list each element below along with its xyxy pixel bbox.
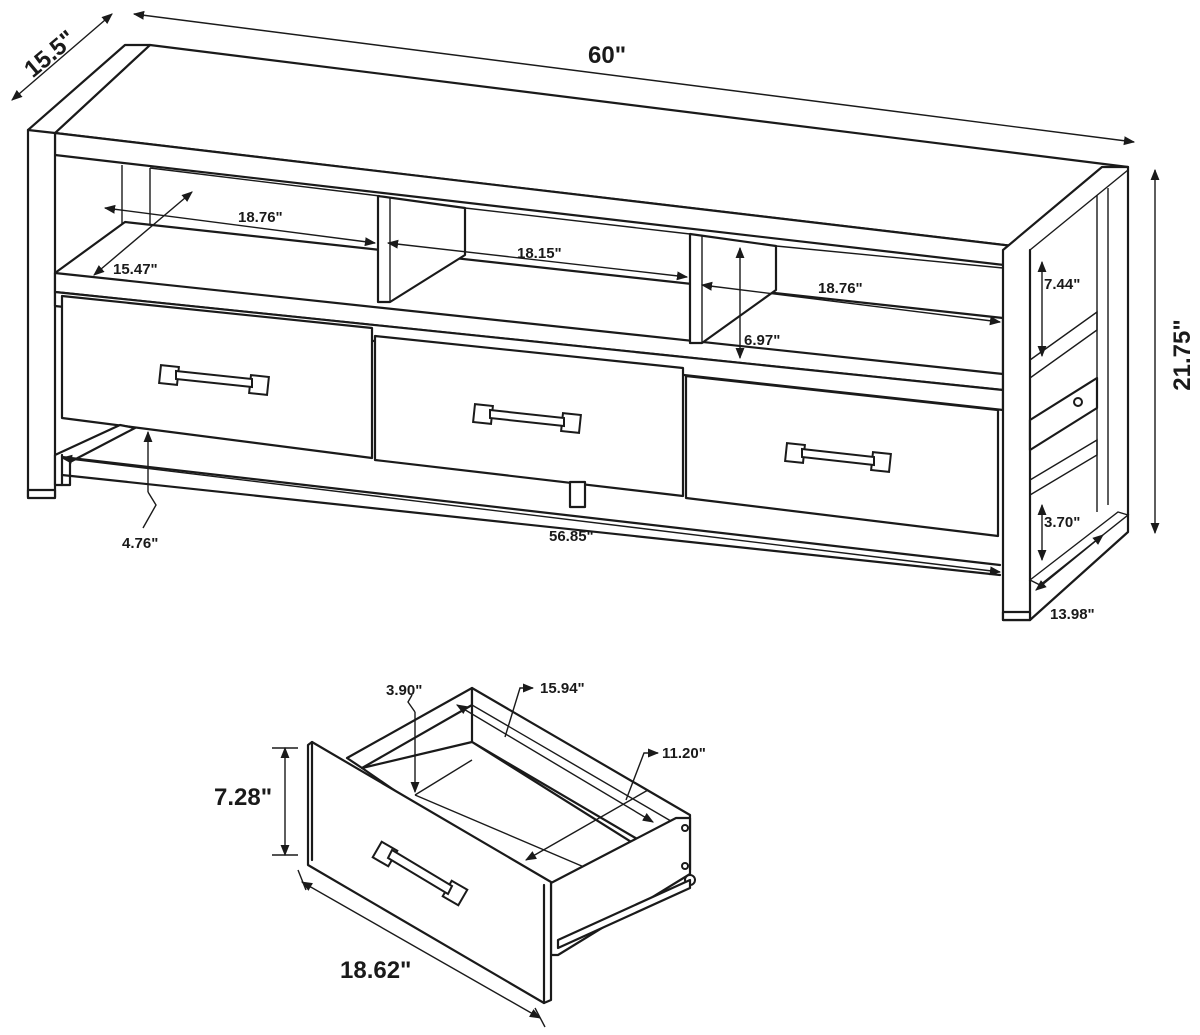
- label-right-shelf-width: 18.76": [818, 280, 863, 297]
- label-overall-depth: 15.5": [19, 25, 81, 83]
- stand-center-leg: [568, 480, 587, 509]
- label-bottom-clearance: 4.76": [122, 535, 158, 552]
- label-drawer-front-height: 7.28": [214, 784, 272, 811]
- label-center-shelf-width: 18.15": [517, 245, 562, 262]
- label-drawer-interior-length: 15.94": [540, 680, 585, 697]
- label-side-opening-height: 7.44": [1044, 276, 1080, 293]
- stand-dimension-lines: [11, 10, 1160, 591]
- drawer-detail-drawing: [306, 686, 696, 1005]
- drawer-dimension-lines: [272, 683, 660, 1028]
- label-side-bottom-height: 3.70": [1044, 514, 1080, 531]
- label-drawer-interior-depth: 3.90": [386, 682, 422, 699]
- label-overall-width: 60": [588, 42, 626, 69]
- drawer-handle-left: [158, 364, 270, 396]
- label-overall-height: 21.75": [1169, 319, 1196, 390]
- drawer-handle-center: [472, 403, 582, 434]
- label-interior-width: 56.85": [549, 528, 594, 545]
- label-shelf-depth: 15.47": [113, 261, 158, 278]
- label-side-depth: 13.98": [1050, 606, 1095, 623]
- label-drawer-front-width: 18.62": [340, 957, 411, 984]
- dimension-labels: 60" 15.5" 21.75" 18.76" 18.15" 18.76" 15…: [19, 25, 1196, 984]
- drawer-runner: [556, 878, 692, 950]
- label-drawer-interior-width: 11.20": [662, 745, 706, 762]
- label-shelf-opening-height: 6.97": [744, 332, 780, 349]
- label-left-shelf-width: 18.76": [238, 209, 283, 226]
